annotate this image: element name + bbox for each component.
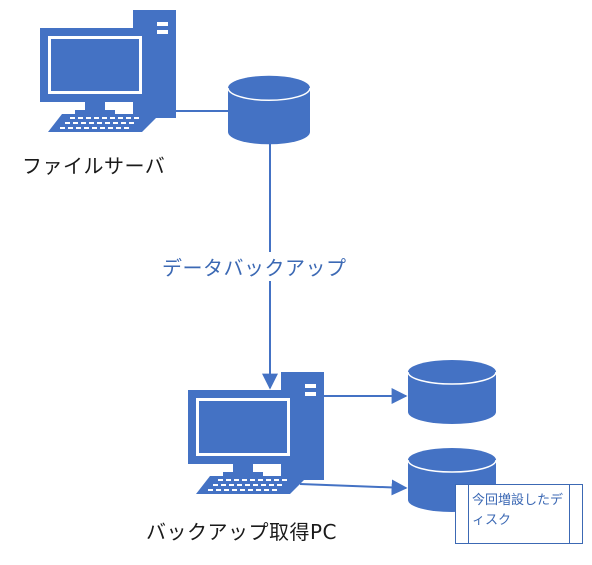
- added-disk-note-text: 今回増設したディスク: [472, 493, 564, 528]
- file-server-disk-icon: [227, 75, 311, 145]
- existing-disk-icon: [407, 359, 497, 425]
- backup-flow-label: データバックアップ: [160, 252, 349, 281]
- backup-pc-label: バックアップ取得PC: [146, 520, 338, 544]
- backup-pc-computer-icon: [188, 372, 324, 494]
- file-server-label: ファイルサーバ: [22, 154, 166, 178]
- file-server-computer-icon: [40, 10, 176, 132]
- pc-disk2-arrow: [299, 479, 408, 496]
- added-disk-note: 今回増設したディスク: [455, 484, 583, 544]
